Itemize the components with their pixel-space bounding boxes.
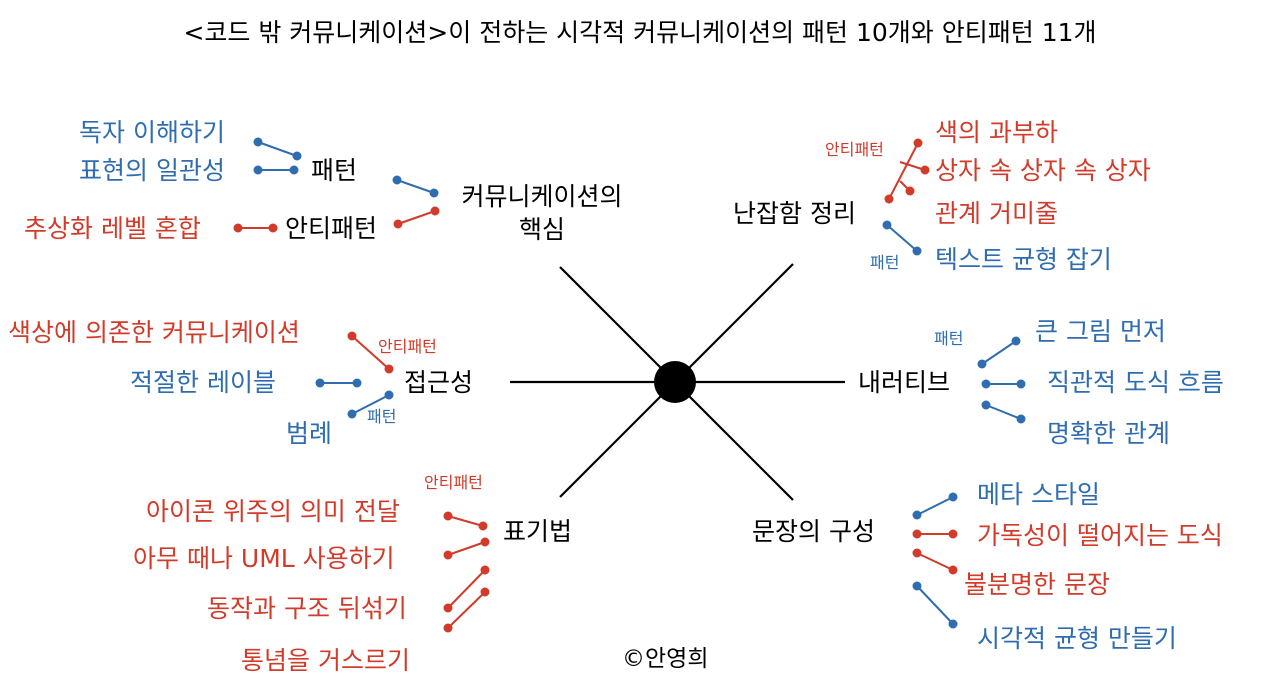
clutter-group-label: 난잡함 정리	[733, 199, 856, 228]
core-pattern-2: 표현의 일관성	[79, 156, 225, 185]
notation-connectors	[443, 511, 490, 633]
clutter-pattern-label: 패턴	[870, 253, 900, 272]
core-group-label: 커뮤니케이션의 핵심	[461, 182, 623, 244]
sentence-pattern-1: 메타 스타일	[977, 480, 1100, 509]
clutter-antipattern-2: 상자 속 상자 속 상자	[935, 156, 1151, 185]
accessibility-pattern-1: 적절한 레이블	[130, 368, 276, 397]
core-connectors	[233, 137, 440, 233]
accessibility-group-label: 접근성	[404, 368, 474, 397]
sentence-connectors	[912, 492, 958, 629]
spoke-lower-left	[559, 381, 676, 498]
hub-node	[654, 361, 696, 403]
notation-group-label: 표기법	[503, 517, 573, 546]
diagram-title: <코드 밖 커뮤니케이션>이 전하는 시각적 커뮤니케이션의 패턴 10개와 안…	[183, 18, 1097, 47]
notation-antipattern-4: 통념을 거스르기	[241, 646, 410, 675]
core-pattern-1: 독자 이해하기	[79, 118, 225, 147]
sentence-antipattern-1: 가독성이 떨어지는 도식	[977, 521, 1223, 550]
narrative-pattern-2: 직관적 도식 흐름	[1047, 368, 1224, 397]
accessibility-pattern-label: 패턴	[367, 407, 397, 426]
clutter-antipattern-label: 안티패턴	[825, 140, 884, 159]
accessibility-pattern-2: 범례	[286, 419, 333, 448]
accessibility-antipattern-label: 안티패턴	[378, 337, 437, 356]
hub-spokes	[510, 263, 845, 501]
narrative-connectors	[977, 336, 1026, 424]
sentence-pattern-2: 시각적 균형 만들기	[977, 624, 1177, 653]
notation-antipattern-2: 아무 때나 UML 사용하기	[133, 544, 395, 573]
notation-antipattern-label: 안티패턴	[424, 473, 483, 492]
sentence-group-label: 문장의 구성	[752, 517, 875, 546]
core-pattern-label: 패턴	[311, 156, 358, 185]
clutter-connectors	[882, 138, 930, 256]
notation-antipattern-1: 아이콘 위주의 의미 전달	[146, 497, 400, 526]
spoke-lower-right	[674, 381, 794, 501]
clutter-antipattern-1: 색의 과부하	[935, 118, 1058, 147]
accessibility-antipattern-1: 색상에 의존한 커뮤니케이션	[8, 318, 300, 347]
clutter-pattern-1: 텍스트 균형 잡기	[935, 245, 1112, 274]
narrative-pattern-1: 큰 그림 먼저	[1035, 317, 1166, 346]
clutter-antipattern-3: 관계 거미줄	[935, 199, 1058, 228]
narrative-pattern-label: 패턴	[934, 329, 964, 348]
spoke-upper-left	[559, 266, 676, 383]
narrative-pattern-3: 명확한 관계	[1047, 419, 1170, 448]
spoke-upper-right	[674, 263, 794, 383]
notation-antipattern-3: 동작과 구조 뒤섞기	[207, 594, 407, 623]
narrative-group-label: 내러티브	[858, 368, 951, 397]
core-antipattern-1: 추상화 레벨 혼합	[24, 214, 201, 243]
copyright-text: ©안영희	[622, 646, 709, 672]
accessibility-connectors	[315, 331, 394, 419]
core-antipattern-label: 안티패턴	[285, 214, 378, 243]
sentence-antipattern-2: 불분명한 문장	[964, 570, 1110, 599]
